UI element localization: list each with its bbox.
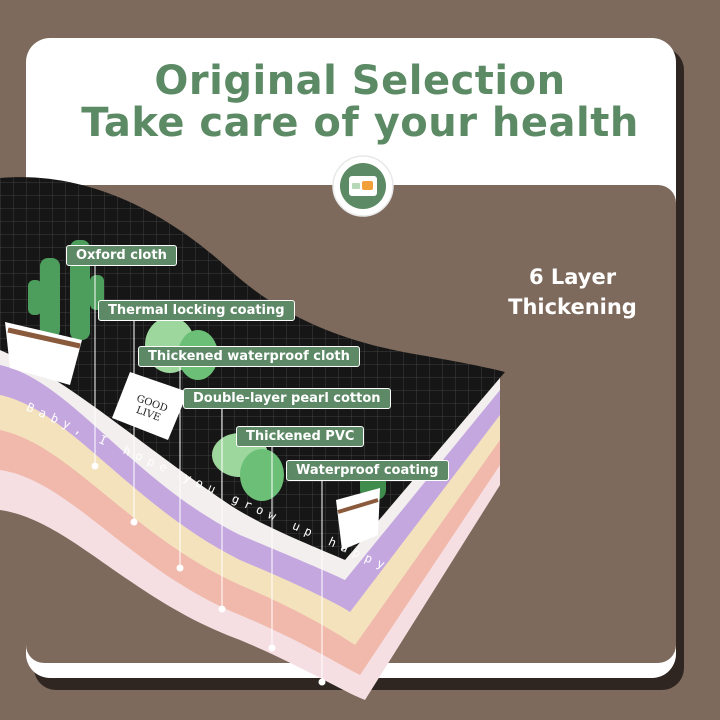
label-double-layer-pearl-cotton: Double-layer pearl cotton: [183, 388, 391, 409]
leader-dots: [91, 462, 326, 686]
headline-line-2: Take care of your health: [81, 100, 639, 146]
leader-lines: [94, 262, 323, 682]
side-text-line-2: Thickening: [508, 295, 637, 319]
fabric-layers-icon: [332, 155, 394, 217]
label-waterproof-coating: Waterproof coating: [286, 460, 449, 481]
label-thickened-pvc: Thickened PVC: [236, 426, 365, 447]
label-oxford-cloth: Oxford cloth: [66, 245, 177, 266]
side-text-line-1: 6 Layer: [528, 265, 617, 289]
headline-line-1: Original Selection: [154, 58, 566, 104]
label-thermal-locking-coating: Thermal locking coating: [98, 300, 295, 321]
label-thickened-waterproof-cloth: Thickened waterproof cloth: [138, 346, 360, 367]
